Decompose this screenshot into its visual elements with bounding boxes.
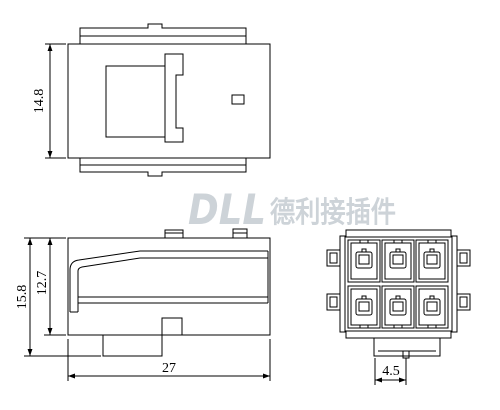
front-view	[326, 229, 471, 359]
side-view-latch-arm-inner	[77, 257, 268, 312]
front-view-ear-right-lower	[456, 293, 471, 311]
top-view	[67, 23, 271, 177]
dimension-side-overall-height: 15.8	[15, 237, 101, 357]
front-view-ear-left-upper	[326, 249, 341, 267]
dimension-label-top-width: 14.8	[32, 89, 47, 114]
front-view-ear-left-lower	[326, 293, 341, 311]
cavity-r2-c1	[347, 285, 381, 329]
front-view-bottom-tab	[373, 338, 441, 357]
cavity-r1-c2	[381, 239, 415, 283]
dimension-label-length: 27	[162, 361, 176, 376]
dimension-top-width: 14.8	[32, 43, 66, 159]
front-view-ear-left-upper-inner	[329, 252, 338, 264]
cavity-r2-c2	[381, 285, 415, 329]
watermark-name: 德利接插件	[270, 195, 396, 229]
side-view-body-outline	[67, 237, 271, 336]
dimension-label-offset: 4.5	[382, 364, 400, 379]
cavity-r2-c3	[415, 285, 449, 329]
side-view	[67, 228, 271, 357]
watermark: DLL 德利接插件	[188, 185, 396, 234]
side-view-latch-arm-outer	[69, 250, 268, 312]
front-view-ear-right-upper	[456, 249, 471, 267]
top-view-upper-flange	[79, 23, 247, 44]
side-view-bottom-protrusion	[102, 335, 163, 357]
side-view-top-bump-right	[232, 228, 248, 238]
front-view-ear-left-lower-inner	[329, 296, 338, 308]
front-view-cavity-frame	[344, 236, 453, 332]
front-view-body-outline	[339, 229, 458, 339]
dimension-side-length: 27	[67, 339, 271, 381]
front-view-ear-right-upper-inner	[459, 252, 468, 264]
dimension-label-overall-height: 15.8	[15, 285, 30, 310]
front-view-ear-right-lower-inner	[459, 296, 468, 308]
dimension-label-body-height: 12.7	[35, 271, 50, 296]
side-view-latch-arm-lower	[78, 296, 268, 304]
top-view-lower-flange	[79, 158, 247, 177]
side-view-top-bump-left	[164, 229, 184, 238]
dimension-front-offset: 4.5	[374, 358, 407, 385]
top-view-latch-arm	[164, 53, 184, 143]
top-view-slot	[231, 94, 245, 105]
cavity-r1-c1	[347, 239, 381, 283]
front-view-bottom-tab-notch	[402, 350, 410, 359]
top-view-latch-window	[105, 65, 166, 138]
side-view-bottom-tab	[161, 317, 183, 335]
dimension-side-body-height: 12.7	[35, 238, 66, 336]
top-view-body-outline	[67, 43, 271, 159]
cavity-r1-c3	[415, 239, 449, 283]
watermark-brand: DLL	[188, 185, 266, 234]
